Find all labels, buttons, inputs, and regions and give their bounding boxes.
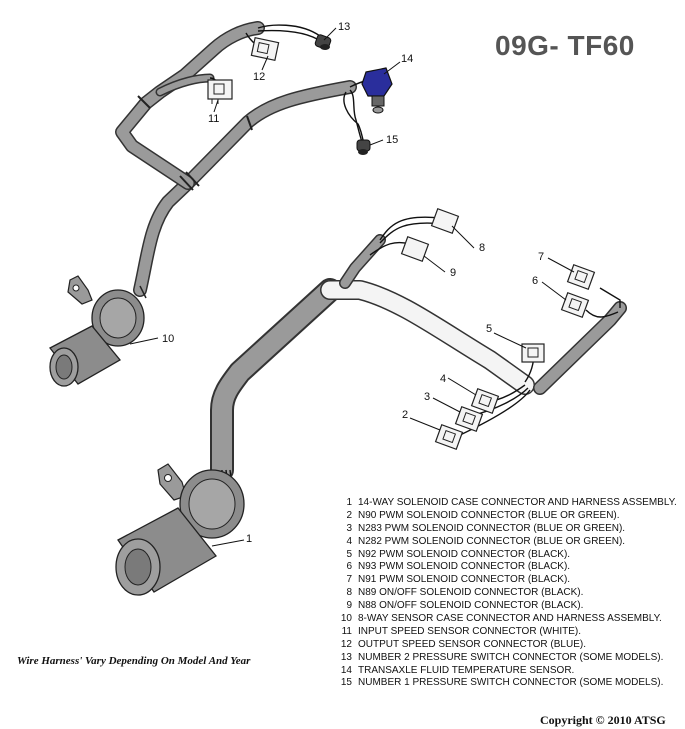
sensor-harness-sheath (115, 21, 357, 297)
legend-number: 10 (340, 613, 352, 625)
callout-10: 10 (162, 333, 174, 345)
callout-2: 2 (402, 409, 408, 421)
callout-1: 1 (246, 533, 252, 545)
legend-item: 9 N88 ON/OFF SOLENOID CONNECTOR (BLACK). (338, 600, 677, 613)
legend-text: N88 ON/OFF SOLENOID CONNECTOR (BLACK). (358, 600, 584, 612)
callout-labels: 13 12 11 14 15 10 8 9 7 6 5 4 3 2 1 (162, 21, 544, 545)
legend-number: 7 (346, 574, 352, 586)
legend-item: 4 N282 PWM SOLENOID CONNECTOR (BLUE OR GR… (338, 536, 677, 549)
legend-item: 3 N283 PWM SOLENOID CONNECTOR (BLUE OR GR… (338, 523, 677, 536)
legend-item: 1 14-WAY SOLENOID CASE CONNECTOR AND HARN… (338, 497, 677, 510)
legend-number: 11 (341, 625, 352, 637)
solenoid-harness-assembly (115, 208, 627, 596)
legend-item: 12 OUTPUT SPEED SENSOR CONNECTOR (BLUE). (338, 639, 677, 652)
callout-9: 9 (450, 267, 456, 279)
callout-4: 4 (440, 373, 446, 385)
callout-3: 3 (424, 391, 430, 403)
pressure-switch-2-connector (314, 34, 332, 50)
callout-13: 13 (338, 21, 350, 33)
legend-number: 12 (340, 638, 352, 650)
copyright-notice: Copyright © 2010 ATSG (540, 713, 666, 727)
callout-6: 6 (532, 275, 538, 287)
solenoid-harness-sheath (210, 234, 627, 482)
sensor-case-connector (49, 275, 147, 387)
legend-text: 14-WAY SOLENOID CASE CONNECTOR AND HARNE… (358, 497, 677, 508)
solenoid-case-connector (115, 463, 245, 596)
legend-number: 15 (340, 677, 352, 689)
legend-text: N91 PWM SOLENOID CONNECTOR (BLACK). (358, 574, 571, 586)
model-title: 09G- TF60 (495, 30, 635, 61)
legend-item: 10 8-WAY SENSOR CASE CONNECTOR AND HARNES… (338, 613, 677, 626)
callout-7: 7 (538, 251, 544, 263)
legend-number: 1 (346, 497, 352, 508)
legend-text: N92 PWM SOLENOID CONNECTOR (BLACK). (358, 548, 571, 560)
legend-number: 14 (340, 664, 352, 676)
n91-solenoid-connector (566, 264, 596, 290)
callout-11: 11 (208, 113, 219, 125)
harness-variation-note: Wire Harness' Vary Depending On Model An… (17, 655, 251, 667)
legend-item: 2 N90 PWM SOLENOID CONNECTOR (BLUE OR GRE… (338, 510, 677, 523)
legend-number: 8 (346, 587, 352, 599)
output-speed-sensor-connector (250, 36, 280, 62)
n283-solenoid-connector (454, 406, 484, 432)
legend-text: OUTPUT SPEED SENSOR CONNECTOR (BLUE). (358, 638, 586, 650)
legend-number: 4 (346, 535, 352, 547)
callout-12: 12 (253, 71, 265, 83)
legend-item: 7 N91 PWM SOLENOID CONNECTOR (BLACK). (338, 574, 677, 587)
n282-solenoid-connector (470, 388, 500, 414)
n90-solenoid-connector (434, 424, 464, 450)
leader-lines (129, 27, 575, 547)
legend-number: 6 (346, 561, 352, 573)
legend-number: 13 (340, 651, 352, 663)
legend-number: 3 (346, 522, 352, 534)
legend-item: 5 N92 PWM SOLENOID CONNECTOR (BLACK). (338, 549, 677, 562)
legend-number: 5 (346, 548, 352, 560)
legend-number: 2 (346, 509, 352, 521)
legend-text: 8-WAY SENSOR CASE CONNECTOR AND HARNESS … (358, 613, 662, 625)
legend-item: 6 N93 PWM SOLENOID CONNECTOR (BLACK). (338, 561, 677, 574)
callout-15: 15 (386, 134, 398, 146)
legend-text: INPUT SPEED SENSOR CONNECTOR (WHITE). (358, 625, 581, 637)
legend-item: 11 INPUT SPEED SENSOR CONNECTOR (WHITE). (338, 626, 677, 639)
legend-text: N93 PWM SOLENOID CONNECTOR (BLACK). (358, 561, 571, 573)
legend-item: 8 N89 ON/OFF SOLENOID CONNECTOR (BLACK). (338, 587, 677, 600)
callout-5: 5 (486, 323, 492, 335)
legend-number: 9 (346, 600, 352, 612)
n89-solenoid-connector (430, 208, 460, 234)
legend-item: 13 NUMBER 2 PRESSURE SWITCH CONNECTOR (SO… (338, 652, 677, 665)
legend-text: TRANSAXLE FLUID TEMPERATURE SENSOR. (358, 664, 575, 676)
input-speed-sensor-connector (207, 79, 233, 104)
legend-item: 14 TRANSAXLE FLUID TEMPERATURE SENSOR. (338, 665, 677, 678)
callout-8: 8 (479, 242, 485, 254)
legend-item: 15 NUMBER 1 PRESSURE SWITCH CONNECTOR (SO… (338, 677, 677, 690)
n88-solenoid-connector (400, 236, 430, 262)
legend-text: NUMBER 2 PRESSURE SWITCH CONNECTOR (SOME… (358, 651, 664, 663)
legend-text: N282 PWM SOLENOID CONNECTOR (BLUE OR GRE… (358, 535, 626, 547)
legend-text: N283 PWM SOLENOID CONNECTOR (BLUE OR GRE… (358, 522, 626, 534)
legend-text: N89 ON/OFF SOLENOID CONNECTOR (BLACK). (358, 587, 584, 599)
legend-text: NUMBER 1 PRESSURE SWITCH CONNECTOR (SOME… (358, 677, 664, 689)
sensor-harness-assembly (49, 21, 393, 387)
parts-legend: 1 14-WAY SOLENOID CASE CONNECTOR AND HARN… (338, 497, 677, 690)
sheath-bands (137, 95, 253, 191)
callout-14: 14 (401, 53, 413, 65)
n92-solenoid-connector (521, 343, 545, 363)
legend-text: N90 PWM SOLENOID CONNECTOR (BLUE OR GREE… (358, 509, 620, 521)
fluid-temperature-sensor (361, 67, 393, 114)
pressure-switch-1-connector (356, 139, 371, 155)
n93-solenoid-connector (560, 292, 590, 318)
